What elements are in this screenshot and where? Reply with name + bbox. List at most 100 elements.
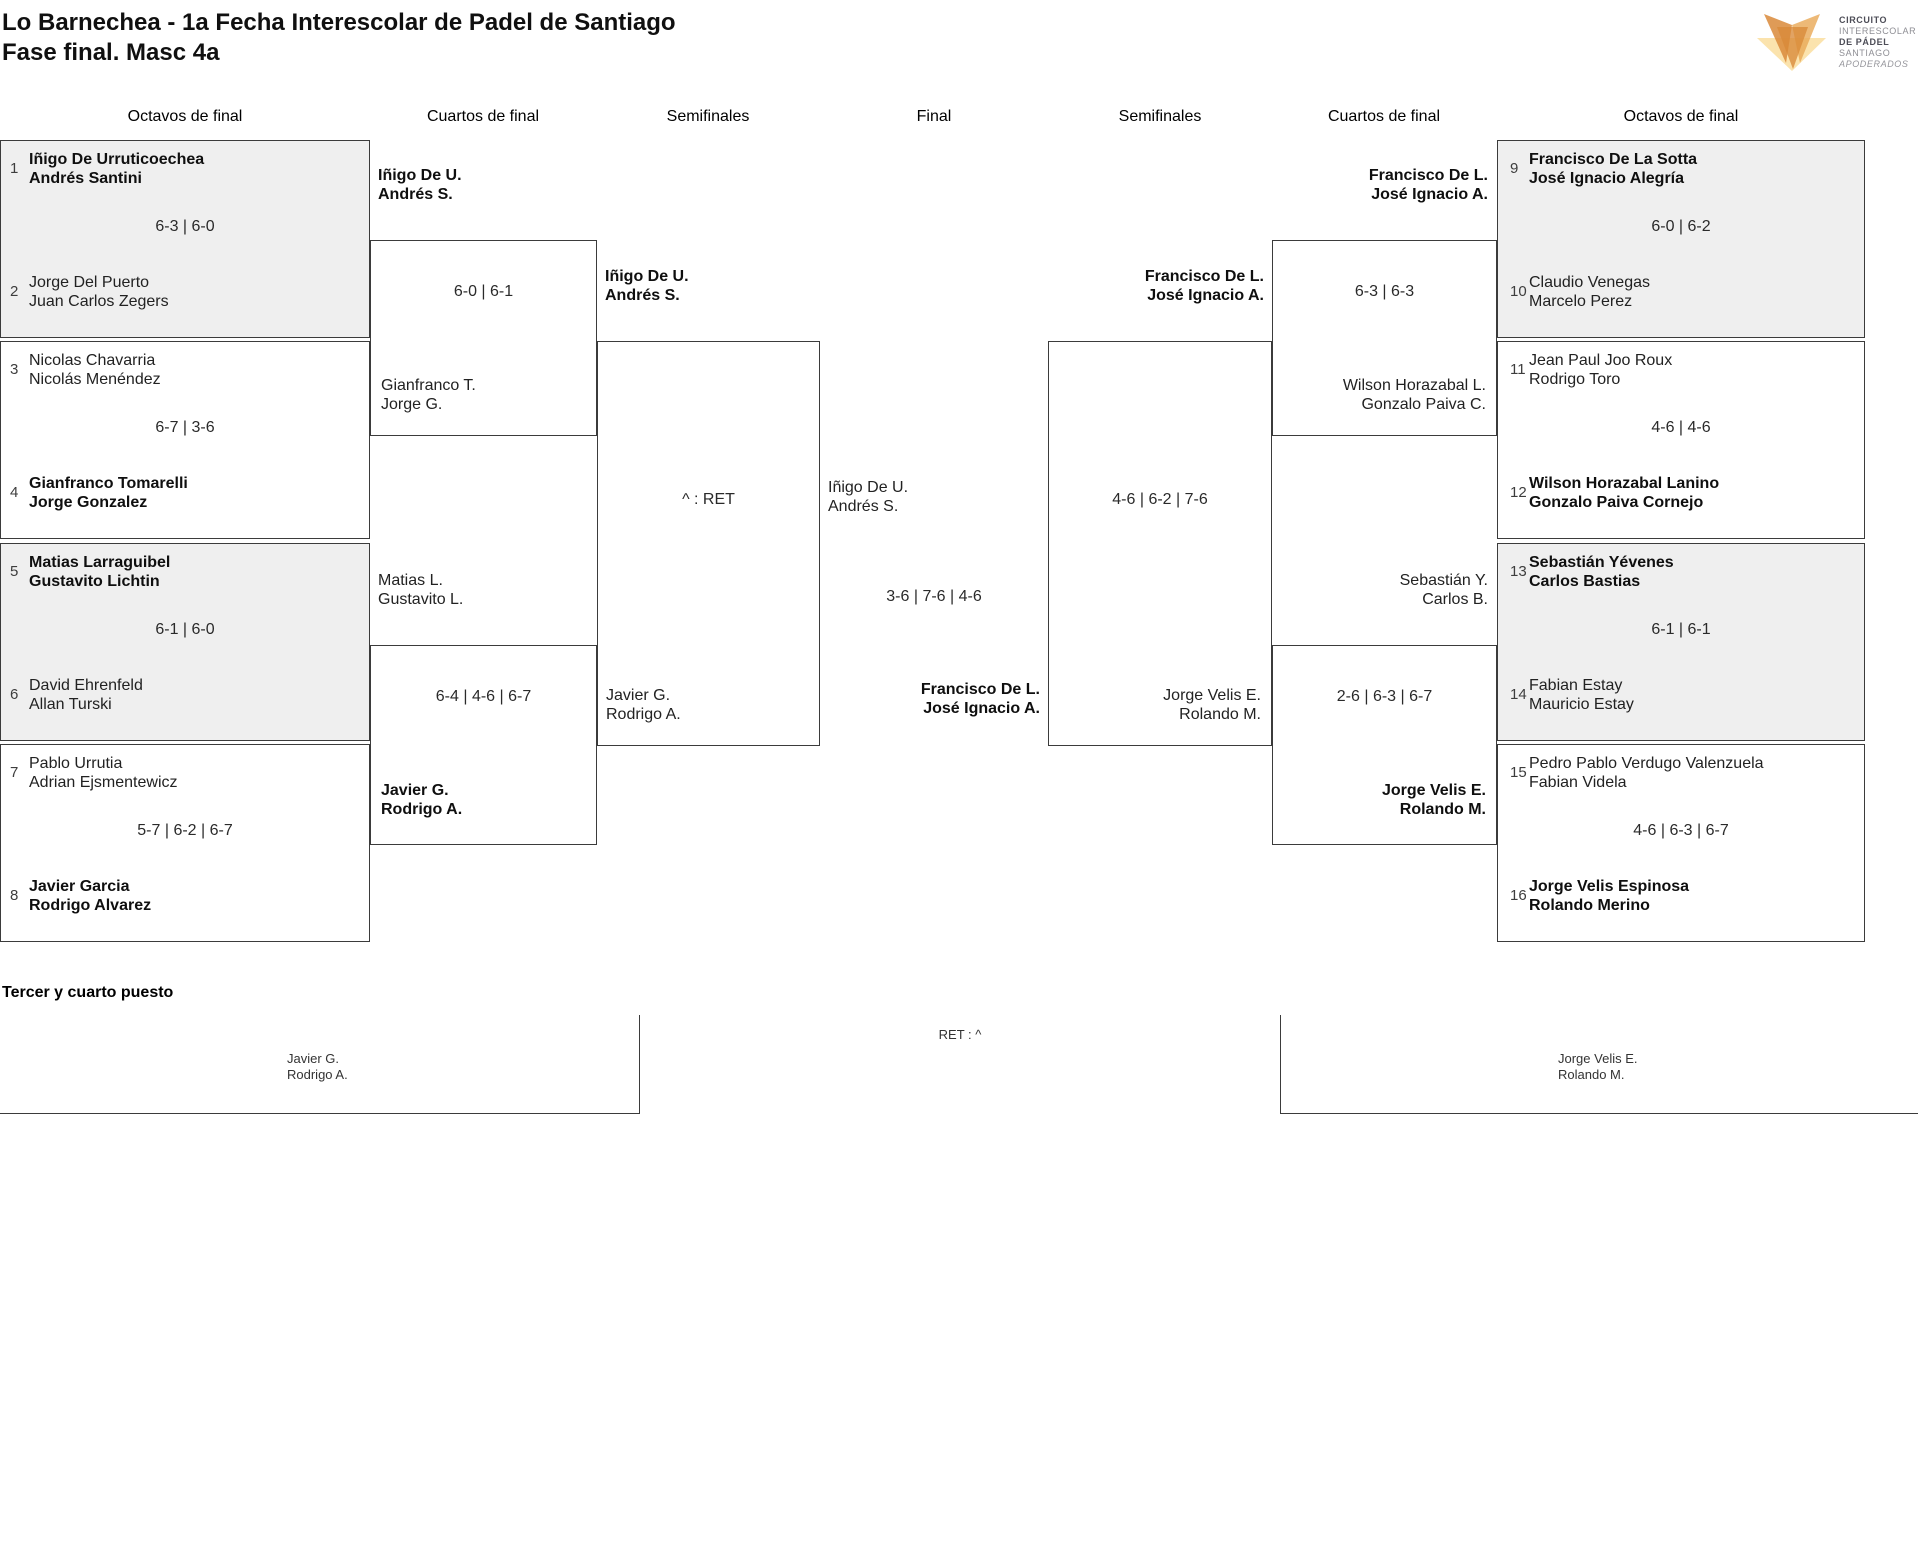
seed-number: 2 (10, 283, 19, 300)
seed-number: 7 (10, 764, 19, 781)
match-box-r16-4: 7 Pablo Urrutia Adrian Ejsmentewicz 5-7 … (0, 744, 370, 942)
seed-number: 14 (1510, 686, 1527, 703)
match-box-qf-2: 6-4 | 4-6 | 6-7 Javier G. Rodrigo A. (370, 645, 597, 845)
title-block: Lo Barnechea - 1a Fecha Interescolar de … (2, 8, 676, 68)
logo: CIRCUITO INTERESCOLAR DE PÁDEL SANTIAGO … (1755, 6, 1920, 78)
team-line: Rodrigo A. (287, 1067, 348, 1082)
third-place-score: RET : ^ (938, 1027, 982, 1042)
team-line: Jorge G. (381, 396, 443, 413)
team-line: José Ignacio A. (1147, 287, 1264, 304)
seed-number: 5 (10, 563, 19, 580)
match-box-r16-7: 13 Sebastián Yévenes Carlos Bastias 6-1 … (1497, 543, 1865, 741)
team-line: Allan Turski (29, 696, 112, 713)
team-line: José Ignacio A. (923, 700, 1040, 717)
match-score: ^ : RET (682, 491, 735, 508)
team-line: Wilson Horazabal L. (1342, 377, 1486, 394)
team-name: Iñigo De Urruticoechea Andrés Santini (29, 150, 204, 188)
team-line: Rodrigo A. (381, 801, 463, 818)
team-name: Iñigo De U. Andrés S. (605, 267, 689, 305)
team-name: Matias Larraguibel Gustavito Lichtin (29, 553, 170, 591)
team-line: Jorge Gonzalez (29, 494, 148, 511)
team-line: Jorge Del Puerto (29, 274, 150, 291)
team-name: Claudio Venegas Marcelo Perez (1529, 273, 1650, 311)
match-score: 6-1 | 6-1 (1651, 621, 1711, 638)
match-score: 4-6 | 6-3 | 6-7 (1633, 822, 1729, 839)
match-box-r16-5: 9 Francisco De La Sotta José Ignacio Ale… (1497, 140, 1865, 338)
team-name: Jorge Velis E. Rolando M. (1558, 1051, 1638, 1083)
team-line: Javier Garcia (29, 878, 130, 895)
team-name: Sebastián Y. Carlos B. (1272, 571, 1488, 609)
team-line: Javier G. (287, 1051, 340, 1066)
round-header-cuartos-right: Cuartos de final (1327, 108, 1441, 125)
seed-number: 8 (10, 887, 19, 904)
team-line: Javier G. (606, 687, 671, 704)
seed-number: 15 (1510, 764, 1527, 781)
match-score: 6-4 | 4-6 | 6-7 (435, 688, 532, 705)
team-line: Rodrigo Toro (1529, 371, 1621, 388)
team-line: José Ignacio Alegría (1529, 170, 1685, 187)
seed-number: 10 (1510, 283, 1527, 300)
seed-number: 11 (1510, 361, 1526, 378)
third-place-heading: Tercer y cuarto puesto (2, 984, 174, 1001)
team-name-finalist-left: Iñigo De U. Andrés S. (828, 478, 908, 516)
team-name: Fabian Estay Mauricio Estay (1529, 676, 1634, 714)
final-score: 3-6 | 7-6 | 4-6 (886, 588, 982, 605)
match-score: 6-1 | 6-0 (155, 621, 215, 638)
team-line: Francisco De L. (1368, 167, 1488, 184)
match-score: 2-6 | 6-3 | 6-7 (1336, 688, 1433, 705)
seed-number: 16 (1510, 887, 1527, 904)
team-line: Andrés S. (605, 287, 680, 304)
third-place-left-bracket: Javier G. Rodrigo A. (0, 1015, 640, 1114)
team-line: Fabian Videla (1529, 774, 1627, 791)
match-box-r16-3: 5 Matias Larraguibel Gustavito Lichtin 6… (0, 543, 370, 741)
team-line: Francisco De La Sotta (1529, 151, 1698, 168)
match-score: 6-3 | 6-0 (155, 218, 215, 235)
logo-text-de-padel: DE PÁDEL (1839, 37, 1890, 47)
team-line: Gustavito Lichtin (29, 573, 160, 590)
match-score: 4-6 | 4-6 (1651, 419, 1711, 436)
team-line: Andrés S. (828, 498, 899, 515)
team-line: José Ignacio A. (1371, 186, 1488, 203)
team-name: Francisco De L. José Ignacio A. (1048, 267, 1264, 305)
match-box-r16-2: 3 Nicolas Chavarria Nicolás Menéndez 6-7… (0, 341, 370, 539)
team-name: Javier G. Rodrigo A. (287, 1051, 348, 1083)
match-box-r16-8: 15 Pedro Pablo Verdugo Valenzuela Fabian… (1497, 744, 1865, 942)
match-box-qf-4: 2-6 | 6-3 | 6-7 Jorge Velis E. Rolando M… (1272, 645, 1497, 845)
page-subtitle: Fase final. Masc 4a (2, 39, 220, 66)
match-score: 6-0 | 6-1 (453, 283, 514, 300)
round-header-semis-left: Semifinales (666, 108, 750, 125)
team-name: Jean Paul Joo Roux Rodrigo Toro (1529, 351, 1672, 389)
match-box-qf-1: 6-0 | 6-1 Gianfranco T. Jorge G. (370, 240, 597, 436)
team-name: Javier G. Rodrigo A. (606, 686, 681, 724)
round-header-octavos-right: Octavos de final (1623, 108, 1739, 125)
team-name: Jorge Velis E. Rolando M. (1163, 686, 1261, 724)
team-line: Matias L. (378, 572, 443, 589)
team-line: Gonzalo Paiva Cornejo (1529, 494, 1704, 511)
team-name: Pablo Urrutia Adrian Ejsmentewicz (29, 754, 178, 792)
team-line: Mauricio Estay (1529, 696, 1634, 713)
team-line: Gianfranco T. (381, 377, 476, 394)
team-line: Nicolás Menéndez (29, 371, 161, 388)
team-line: Pedro Pablo Verdugo Valenzuela (1529, 755, 1764, 772)
match-score: 6-0 | 6-2 (1651, 218, 1711, 235)
team-name: Javier Garcia Rodrigo Alvarez (29, 877, 151, 915)
team-name: Wilson Horazabal L. Gonzalo Paiva C. (1343, 376, 1486, 414)
page-title: Lo Barnechea - 1a Fecha Interescolar de … (2, 9, 676, 36)
team-name: Javier G. Rodrigo A. (381, 781, 462, 819)
seed-number: 6 (10, 686, 19, 703)
match-box-r16-6: 11 Jean Paul Joo Roux Rodrigo Toro 4-6 |… (1497, 341, 1865, 539)
team-name: Iñigo De U. Andrés S. (378, 166, 462, 204)
team-name: Wilson Horazabal Lanino Gonzalo Paiva Co… (1529, 474, 1719, 512)
team-name: David Ehrenfeld Allan Turski (29, 676, 143, 714)
team-line: Andrés S. (378, 186, 453, 203)
team-line: Rolando M. (1399, 801, 1486, 818)
team-name: Pedro Pablo Verdugo Valenzuela Fabian Vi… (1529, 754, 1764, 792)
logo-text-apoderados: APODERADOS (1839, 59, 1909, 69)
team-name-finalist-right: Francisco De L. José Ignacio A. (812, 680, 1040, 718)
logo-text-block: CIRCUITO INTERESCOLAR DE PÁDEL SANTIAGO … (1839, 15, 1916, 70)
team-line: Rolando M. (1179, 706, 1261, 723)
team-line: Jorge Velis E. (1558, 1051, 1638, 1066)
team-line: Gonzalo Paiva C. (1361, 396, 1486, 413)
match-score: 6-7 | 3-6 (155, 419, 215, 436)
